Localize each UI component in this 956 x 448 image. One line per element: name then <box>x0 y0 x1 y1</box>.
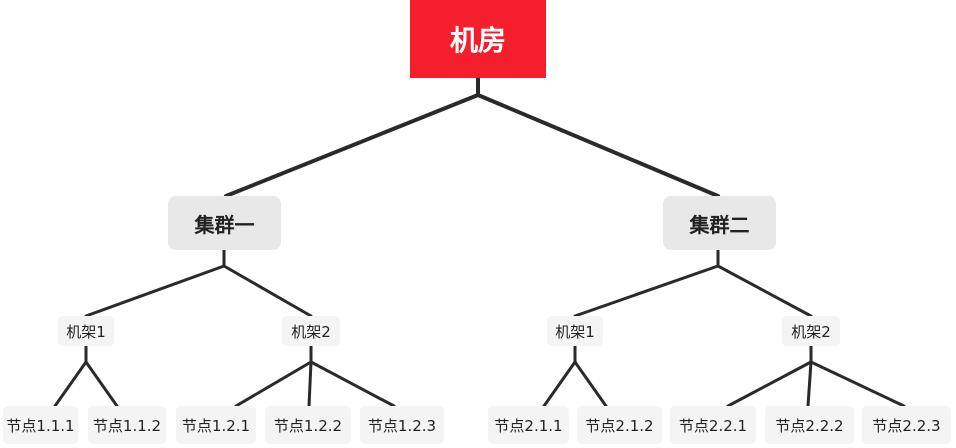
cluster-node-1[interactable]: 集群一 <box>168 196 281 250</box>
rack-node-1-1[interactable]: 机架1 <box>58 316 114 346</box>
rack-node-2-2[interactable]: 机架2 <box>782 316 840 346</box>
edge-cluster1-rack2 <box>222 264 313 318</box>
leaf-node-2-2-3[interactable]: 节点2.2.3 <box>862 406 951 444</box>
cluster-node-2[interactable]: 集群二 <box>663 196 776 250</box>
edge-rack22-node2 <box>806 360 813 408</box>
leaf-node-1-2-2[interactable]: 节点1.2.2 <box>265 406 351 444</box>
edge-root-cluster2 <box>476 93 720 198</box>
edge-rack21-node1 <box>542 360 577 408</box>
edge-cluster2-rack1 <box>573 264 720 318</box>
leaf-node-1-2-1[interactable]: 节点1.2.1 <box>176 406 256 444</box>
rack-node-2-1[interactable]: 机架1 <box>547 316 603 346</box>
edge-rack11-node1 <box>53 360 88 408</box>
root-node[interactable]: 机房 <box>410 0 546 78</box>
edge-rack22-node1 <box>726 360 813 408</box>
edge-rack21-node2 <box>573 360 608 408</box>
leaf-node-2-2-1[interactable]: 节点2.2.1 <box>670 406 756 444</box>
edge-cluster2-rack2 <box>716 264 813 318</box>
edge-rack12-node1 <box>234 360 313 408</box>
leaf-node-1-2-3[interactable]: 节点1.2.3 <box>360 406 444 444</box>
edge-rack12-node2 <box>307 360 313 408</box>
edge-rack11-node2 <box>84 360 119 408</box>
edge-cluster1-rack1 <box>84 264 226 318</box>
leaf-node-2-1-1[interactable]: 节点2.1.1 <box>488 406 569 444</box>
edge-rack12-node3 <box>309 360 396 408</box>
rack-node-1-2[interactable]: 机架2 <box>282 316 340 346</box>
leaf-node-2-1-2[interactable]: 节点2.1.2 <box>577 406 662 444</box>
edge-root-cluster1 <box>224 93 480 198</box>
leaf-node-1-1-2[interactable]: 节点1.1.2 <box>88 406 166 444</box>
edge-rack22-node3 <box>809 360 906 408</box>
leaf-node-2-2-2[interactable]: 节点2.2.2 <box>765 406 854 444</box>
leaf-node-1-1-1[interactable]: 节点1.1.1 <box>3 406 78 444</box>
